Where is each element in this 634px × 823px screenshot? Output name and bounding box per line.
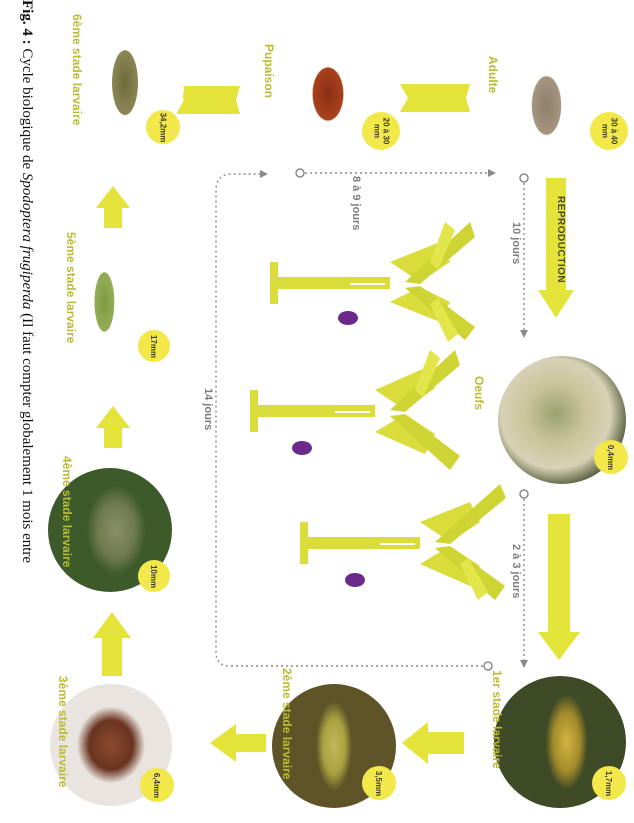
label-1er-stade: 1er stade larvaire bbox=[490, 670, 504, 769]
label-5eme-stade: 5ème stade larvaire bbox=[64, 232, 78, 343]
size-badge-pupaison: 20 à 30 mm bbox=[362, 112, 400, 150]
arrow-6eme-to-pupaison bbox=[176, 86, 240, 114]
arrow-oeufs-to-1er bbox=[538, 514, 580, 660]
arrow-pupaison-to-adulte bbox=[400, 84, 470, 112]
arrow-3eme-to-4eme bbox=[93, 612, 131, 676]
duration-pupe: 8 à 9 jours bbox=[350, 176, 362, 230]
label-3eme-stade: 3ème stade larvaire bbox=[56, 676, 70, 787]
arrow-2eme-to-3eme bbox=[210, 724, 266, 762]
duration-oeufs: 2 à 3 jours bbox=[510, 544, 522, 598]
size-badge-6eme: 34,2mm bbox=[146, 110, 180, 144]
size-badge-4eme: 10mm bbox=[138, 560, 170, 592]
size-badge-1er: 1,7mm bbox=[592, 766, 626, 800]
arrow-1er-to-2eme bbox=[402, 722, 464, 764]
label-4eme-stade: 4ème stade larvaire bbox=[60, 456, 74, 567]
plant-3 bbox=[300, 484, 506, 600]
size-badge-adulte: 30 à 40 mm bbox=[590, 112, 628, 150]
label-adulte: Adulte bbox=[486, 56, 500, 93]
label-2eme-stade: 2ème stade larvaire bbox=[280, 668, 294, 779]
label-oeufs: Oeufs bbox=[472, 376, 486, 410]
size-badge-2eme: 3,5mm bbox=[362, 766, 396, 800]
size-badge-5eme: 17mm bbox=[138, 330, 170, 362]
duration-repro: 10 jours bbox=[510, 222, 522, 264]
label-6eme-stade: 6ème stade larvaire bbox=[70, 14, 84, 164]
arrow-4eme-to-5eme bbox=[96, 406, 130, 448]
size-badge-oeufs: 0,4mm bbox=[594, 440, 628, 474]
plant-1 bbox=[270, 222, 475, 342]
size-badge-3eme: 6,4mm bbox=[140, 768, 174, 802]
label-pupaison: Pupaison bbox=[262, 44, 276, 98]
reproduction-label: REPRODUCTION bbox=[555, 196, 566, 283]
duration-larves: 14 jours bbox=[202, 388, 214, 430]
plant-2 bbox=[250, 350, 460, 470]
arrow-5eme-to-6eme bbox=[96, 186, 130, 228]
